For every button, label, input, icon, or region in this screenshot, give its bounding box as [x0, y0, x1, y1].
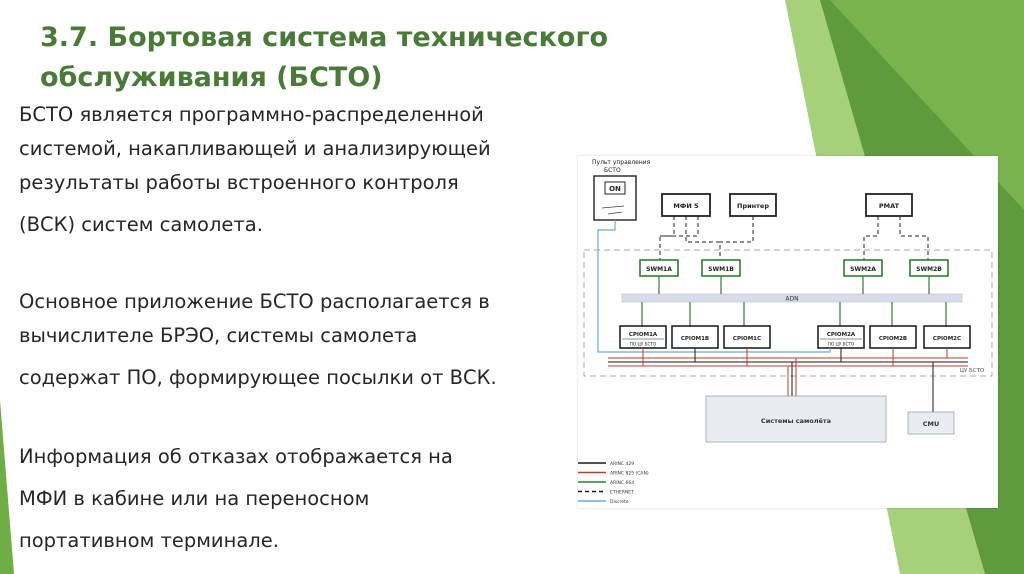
- paragraph-1: БСТО является программно-распределенной …: [19, 98, 579, 242]
- aircraft-boundary: [583, 249, 993, 377]
- paragraph-line: портативном терминале.: [19, 529, 279, 552]
- paragraph-line: Информация об отказах отображается на: [19, 445, 453, 468]
- switch-line: [607, 211, 623, 215]
- control-panel-label-1: Пульт управления: [592, 159, 651, 166]
- adn-bus: [621, 293, 963, 303]
- cpiom2c-label: CPIOM2C: [933, 336, 961, 342]
- legend-label: Discrete: [610, 499, 629, 505]
- can-bus-lines: [608, 348, 968, 412]
- switch-line: [601, 205, 625, 209]
- arinc664-links: [641, 276, 947, 326]
- cmu-label: CMU: [923, 420, 940, 428]
- decor-left-strip: [0, 400, 14, 574]
- swm2a-label: SWM2A: [850, 266, 876, 273]
- legend-label: ETHERNET: [610, 490, 634, 496]
- cpiom1b-label: CPIOM1B: [681, 336, 709, 342]
- aircraft-systems-box: [705, 395, 887, 443]
- paragraph-line: Основное приложение БСТО располагается в: [19, 290, 490, 313]
- title-line-2: обслуживания (БСТО): [40, 62, 383, 93]
- paragraph-2: Основное приложение БСТО располагается в…: [19, 285, 579, 395]
- legend-label: ARINC 664: [610, 480, 634, 486]
- legend-label: ARINC 825 (CAN): [610, 471, 649, 477]
- cpiom2a-label: CPIOM2A: [827, 332, 856, 338]
- ethernet-links: [659, 216, 929, 260]
- paragraph-line: МФИ в кабине или на переносном: [19, 487, 370, 510]
- slide-title: 3.7. Бортовая система технического обслу…: [40, 18, 740, 98]
- control-panel-label-2: БСТО: [604, 167, 621, 174]
- swm1a-label: SWM1A: [646, 266, 672, 273]
- paragraph-line: БСТО является программно-распределенной: [19, 103, 484, 126]
- cpiom1a-label: CPIOM1A: [629, 332, 658, 338]
- on-button: [604, 181, 626, 195]
- paragraph-line: (ВСК) систем самолета.: [19, 213, 263, 236]
- cpiom1c-label: CPIOM1C: [733, 336, 761, 342]
- cu-bsto-label: ЦУ БСТО: [960, 368, 985, 374]
- legend-label: ARINC 429: [610, 461, 634, 467]
- paragraph-line: результаты работы встроенного контроля: [19, 171, 459, 194]
- on-button-label: ON: [609, 185, 621, 193]
- discrete-link: [597, 220, 831, 353]
- title-line-1: 3.7. Бортовая система технического: [40, 22, 609, 53]
- paragraph-3: Информация об отказах отображается на МФ…: [19, 440, 579, 558]
- paragraph-line: вычислителе БРЭО, системы самолета: [19, 324, 418, 347]
- pmat-box: [865, 193, 913, 217]
- swm2b-label: SWM2B: [916, 266, 942, 273]
- cpiom2a-sub-label: ПО ЦУ БСТО: [828, 342, 855, 347]
- adn-label: ADN: [785, 296, 798, 303]
- swm1b-label: SWM1B: [708, 266, 734, 273]
- cpiom2b-label: CPIOM2B: [879, 336, 907, 342]
- bsto-architecture-diagram: Пульт управления БСТО ON МФИ 5 Принтер P…: [578, 156, 998, 508]
- cpiom1a-sub-label: ПО ЦУ БСТО: [630, 342, 657, 347]
- diagram-canvas: Пульт управления БСТО ON МФИ 5 Принтер P…: [578, 159, 993, 505]
- printer-label: Принтер: [737, 202, 769, 210]
- mfi-label: МФИ 5: [673, 202, 699, 210]
- paragraph-line: содержат ПО, формирующее посылки от ВСК.: [19, 366, 497, 389]
- paragraph-line: системой, накапливающей и анализирующей: [19, 137, 491, 160]
- aircraft-systems-label: Системы самолёта: [761, 417, 831, 425]
- pmat-label: PMAT: [879, 202, 900, 210]
- cmu-box: [907, 411, 955, 435]
